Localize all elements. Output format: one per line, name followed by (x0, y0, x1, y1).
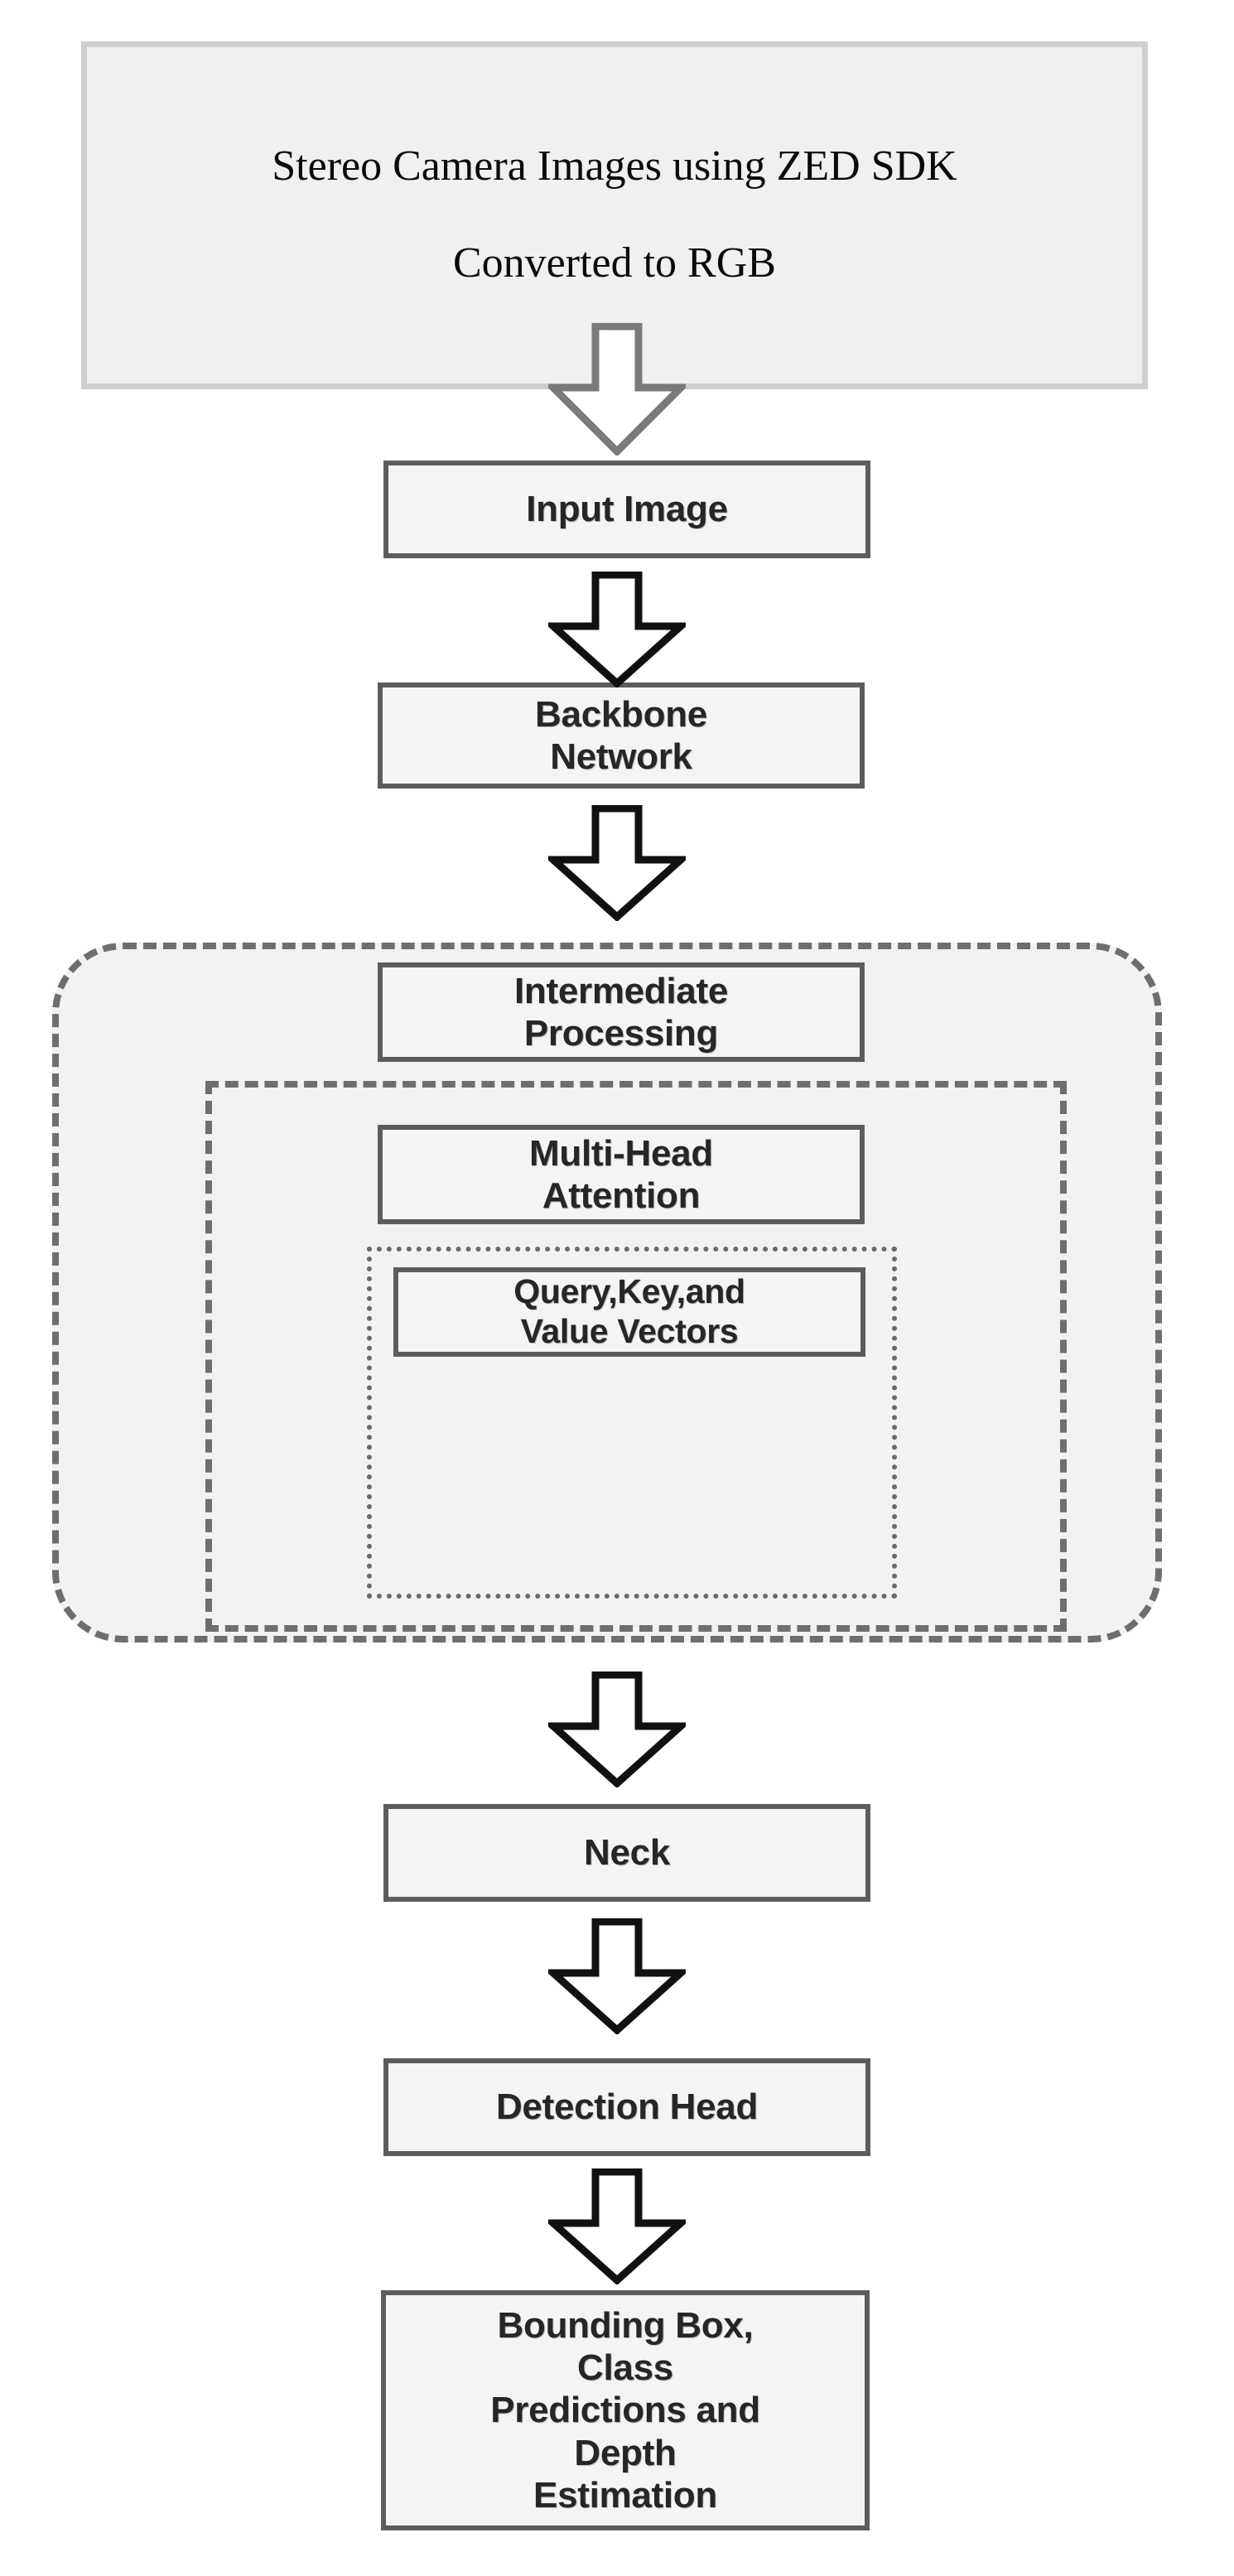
node-intermediate-processing: Intermediate Processing (378, 962, 865, 1062)
node-backbone-line-2: Network (550, 736, 692, 777)
node-neck-label: Neck (584, 1832, 670, 1874)
node-intermediate-processing-label: Intermediate Processing (506, 970, 736, 1054)
node-qkv-line-2: Value Vectors (520, 1312, 739, 1350)
node-backbone-line-1: Backbone (535, 693, 707, 735)
node-output-predictions: Bounding Box, Class Predictions and Dept… (381, 2290, 870, 2530)
node-intermediate-line-2: Processing (523, 1013, 719, 1054)
node-multi-head-attention-label: Multi-Head Attention (521, 1132, 721, 1217)
node-multi-head-attention: Multi-Head Attention (378, 1125, 865, 1224)
node-output-line-1: Bounding Box, (497, 2305, 754, 2347)
multi-head-attention-region (205, 1081, 1067, 1632)
qkv-region (367, 1247, 897, 1599)
node-detection-head-label: Detection Head (495, 2086, 759, 2128)
source-line-2: Converted to RGB (453, 239, 776, 287)
node-input-image-label: Input Image (526, 489, 728, 530)
node-output-line-2: Class (577, 2347, 673, 2389)
node-backbone-network-label: Backbone Network (527, 693, 716, 778)
node-query-key-value-vectors: Query,Key,and Value Vectors (393, 1267, 865, 1357)
node-output-predictions-label: Bounding Box, Class Predictions and Dept… (482, 2304, 769, 2516)
node-output-line-4: Depth (574, 2432, 677, 2473)
down-arrow-backbone-to-intermediate (548, 805, 686, 921)
down-arrow-input-to-backbone (548, 572, 686, 687)
source-line-1: Stereo Camera Images using ZED SDK (272, 142, 957, 191)
node-mha-line-2: Attention (542, 1175, 701, 1216)
node-backbone-network: Backbone Network (378, 683, 865, 789)
down-arrow-attention-to-neck (548, 1672, 686, 1787)
node-query-key-value-vectors-label: Query,Key,and Value Vectors (505, 1272, 753, 1351)
node-neck: Neck (383, 1804, 870, 1902)
down-arrow-detection-to-output (548, 2168, 686, 2284)
node-input-image: Input Image (383, 461, 870, 558)
node-mha-line-1: Multi-Head (529, 1132, 713, 1174)
node-intermediate-line-1: Intermediate (513, 970, 729, 1011)
node-output-line-5: Estimation (533, 2474, 717, 2516)
node-detection-head: Detection Head (383, 2058, 870, 2156)
down-arrow-neck-to-detection (548, 1918, 686, 2034)
node-output-line-3: Predictions and (490, 2390, 760, 2431)
down-arrow-source-to-input (548, 323, 686, 456)
node-qkv-line-1: Query,Key,and (513, 1272, 745, 1311)
